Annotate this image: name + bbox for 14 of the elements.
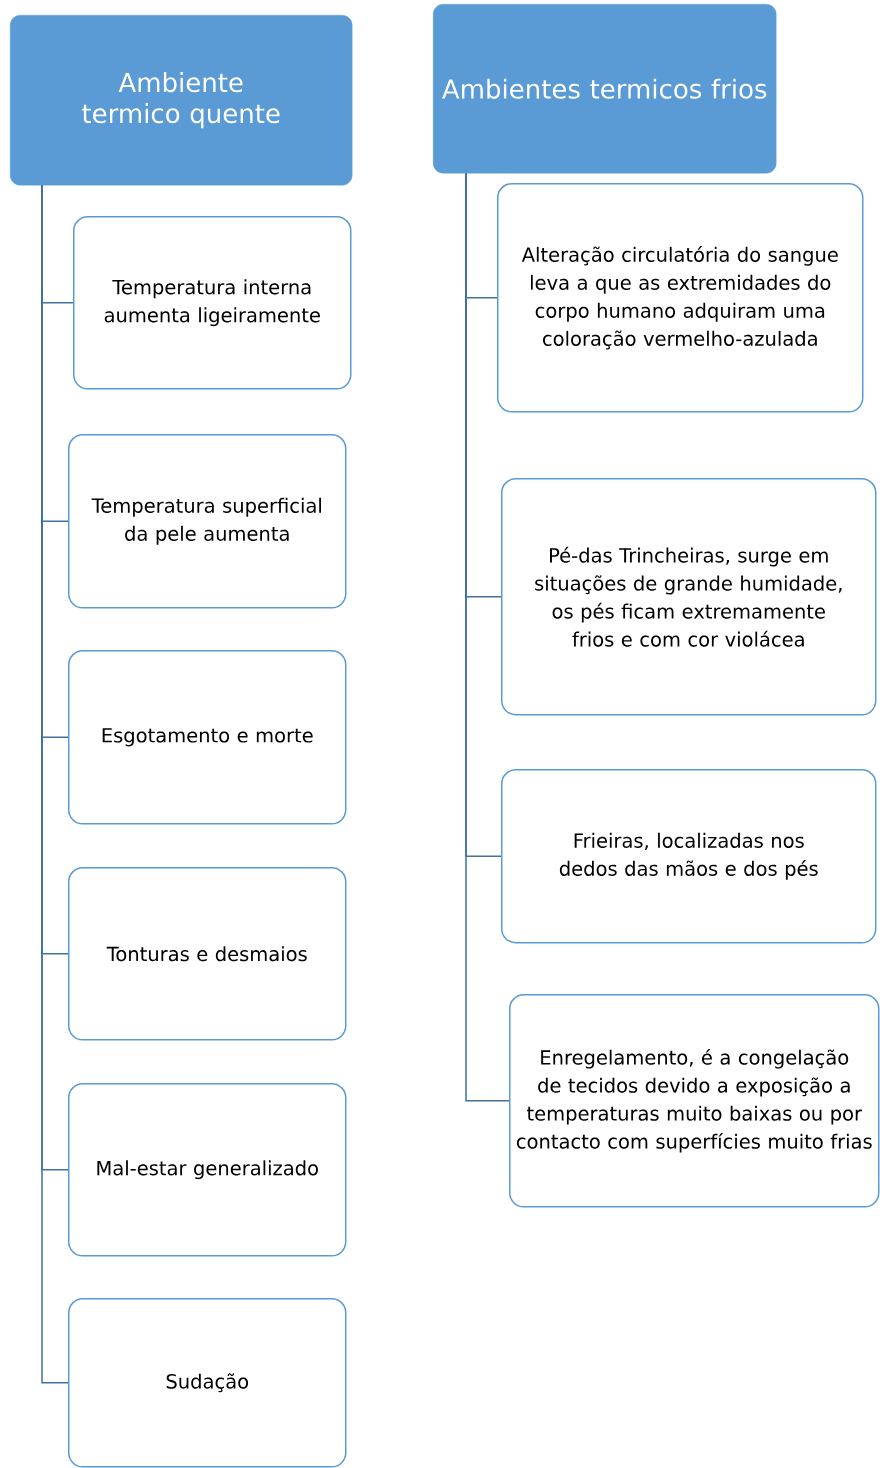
text-box: Esgotamento e morte [68, 650, 347, 825]
text-box: Sudação [68, 1298, 347, 1468]
text-box: Temperatura superficial da pele aumenta [68, 434, 347, 609]
text-box: Frieiras, localizadas nos dedos das mãos e dos pés [501, 769, 877, 944]
connector-line [41, 184, 69, 1384]
text-box: Enregelamento, é a congelação de tecidos devido a exposição a temperaturas muito baixas ou por contacto com superfícies muito frias [509, 994, 880, 1208]
text-box: Pé-das Trincheiras, surge em situações de grande humidade, os pés ficam extremamente frios e com cor violácea [501, 478, 877, 716]
text-box: Alteração circulatória do sangue leva a que as extremidades do corpo humano adquiram uma coloração vermelho-azulada [497, 183, 864, 413]
text-box: Mal-estar generalizado [68, 1083, 347, 1257]
header-box: Ambientes termicos frios [433, 4, 777, 174]
text-box: Tonturas e desmaios [68, 867, 347, 1041]
connector-line [465, 172, 510, 1102]
header-box: Ambiente termico quente [10, 15, 353, 186]
text-box: Temperatura interna aumenta ligeiramente [73, 216, 352, 390]
